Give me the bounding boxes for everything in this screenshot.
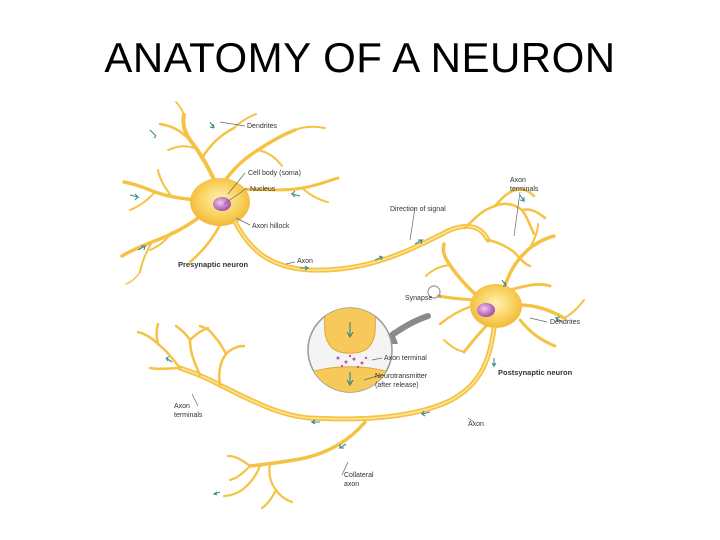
postsynaptic-soma <box>470 284 522 328</box>
label-synapse: Synapse <box>405 295 432 302</box>
label-neurotransmitter-line2: (after release) <box>375 382 419 389</box>
top-axon-terminals <box>463 188 547 268</box>
label-axon-hillock: Axon hillock <box>252 223 290 230</box>
label-axon-terminals-left-line2: terminals <box>174 412 203 419</box>
synapse-marker <box>427 285 441 299</box>
label-axon-terminals-top-line2: terminals <box>510 186 539 193</box>
label-neurotransmitter-line1: Neurotransmitter <box>375 373 428 380</box>
label-axon-right: Axon <box>468 421 484 428</box>
label-cell-body: Cell body (soma) <box>248 170 301 177</box>
label-presynaptic-neuron: Presynaptic neuron <box>178 260 248 269</box>
label-axon-terminal: Axon terminal <box>384 355 427 362</box>
presynaptic-nucleus <box>213 197 231 211</box>
label-direction-of-signal: Direction of signal <box>390 206 446 213</box>
leader-lines <box>191 121 548 476</box>
label-collateral-axon-line1: Collateral <box>344 472 374 479</box>
left-axon-terminals <box>136 322 246 387</box>
label-axon-terminals-top-line1: Axon <box>510 177 526 184</box>
label-dendrites-right: Dendrites <box>550 319 580 326</box>
label-axon-top: Axon <box>297 258 313 265</box>
label-postsynaptic-neuron: Postsynaptic neuron <box>498 368 573 377</box>
label-nucleus: Nucleus <box>250 186 276 193</box>
slide-title: ANATOMY OF A NEURON <box>104 34 616 81</box>
label-axon-terminals-left-line1: Axon <box>174 403 190 410</box>
signal-arrows <box>129 121 563 496</box>
label-dendrites-top: Dendrites <box>247 123 277 130</box>
neuron-diagram: Dendrites Cell body (soma) Nucleus Axon … <box>110 100 590 525</box>
postsynaptic-nucleus <box>477 303 495 317</box>
label-collateral-axon-line2: axon <box>344 481 359 488</box>
collateral-axon <box>248 420 367 468</box>
collateral-terminals <box>222 454 294 510</box>
